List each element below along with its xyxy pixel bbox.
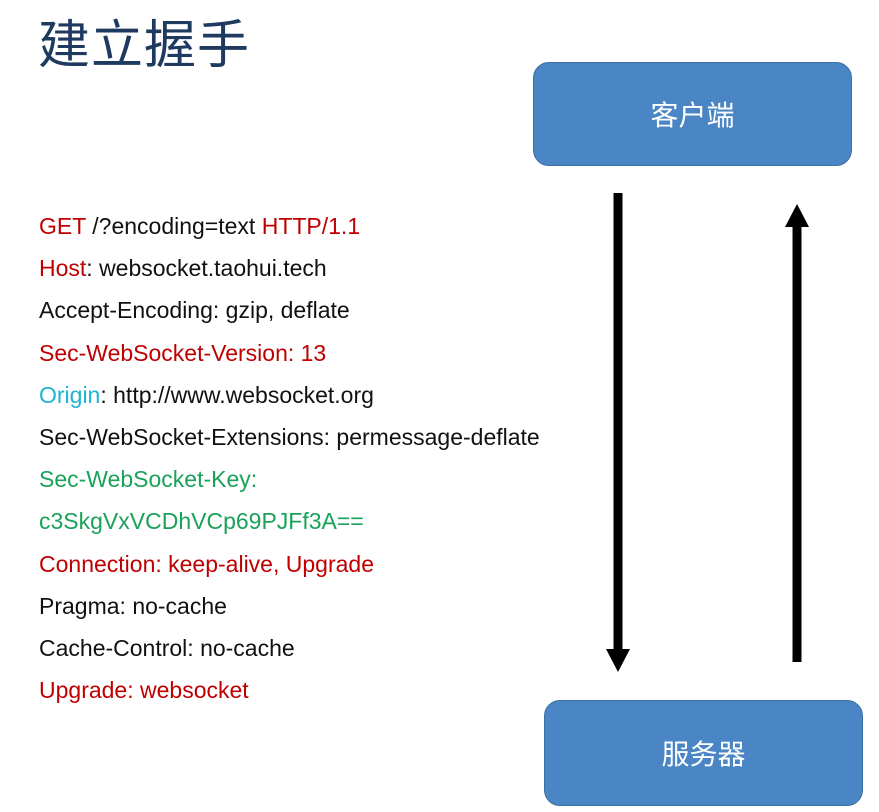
slide-title: 建立握手 xyxy=(38,16,251,76)
request-line-segment: Accept-Encoding: gzip, deflate xyxy=(39,297,350,324)
request-line: Connection: keep-alive, Upgrade xyxy=(39,543,540,585)
request-line: Upgrade: websocket xyxy=(39,669,540,711)
request-line-segment: Pragma: no-cache xyxy=(39,592,227,619)
request-line-segment: Sec-WebSocket-Version: 13 xyxy=(39,339,327,366)
request-arrow xyxy=(606,193,630,672)
request-line: Pragma: no-cache xyxy=(39,585,540,627)
request-line-segment: /?encoding=text xyxy=(85,213,262,239)
request-line: Cache-Control: no-cache xyxy=(39,627,540,669)
client-node: 客户端 xyxy=(533,62,852,166)
request-line: c3SkgVxVCDhVCp69PJFf3A== xyxy=(39,500,540,542)
request-line: GET /?encoding=text HTTP/1.1 xyxy=(39,205,540,247)
request-line-segment: c3SkgVxVCDhVCp69PJFf3A== xyxy=(39,508,364,535)
request-line-segment: HTTP/1.1 xyxy=(261,213,361,239)
request-line: Sec-WebSocket-Extensions: permessage-def… xyxy=(39,416,540,458)
request-line: Sec-WebSocket-Version: 13 xyxy=(39,332,540,374)
request-line-segment: : websocket.taohui.tech xyxy=(86,255,327,282)
request-line: Accept-Encoding: gzip, deflate xyxy=(39,289,540,331)
request-line-segment: Upgrade: websocket xyxy=(39,677,249,704)
request-line-segment: Connection: keep-alive, Upgrade xyxy=(39,550,374,577)
request-line-segment: GET xyxy=(39,213,86,239)
response-arrow xyxy=(785,204,809,662)
request-line-segment: : http://www.websocket.org xyxy=(100,381,374,408)
client-label: 客户端 xyxy=(650,99,735,132)
request-line: Host: websocket.taohui.tech xyxy=(39,247,540,289)
server-label: 服务器 xyxy=(661,738,746,771)
request-line-segment: Host xyxy=(39,255,87,282)
request-line: Origin: http://www.websocket.org xyxy=(39,374,540,416)
request-line-segment: Sec-WebSocket-Extensions: permessage-def… xyxy=(39,423,540,450)
request-line-segment: Origin xyxy=(39,381,101,408)
request-line-segment: Cache-Control: no-cache xyxy=(39,634,295,661)
request-line-segment: Sec-WebSocket-Key: xyxy=(39,466,258,493)
request-line: Sec-WebSocket-Key: xyxy=(39,458,540,500)
server-node: 服务器 xyxy=(544,700,863,806)
